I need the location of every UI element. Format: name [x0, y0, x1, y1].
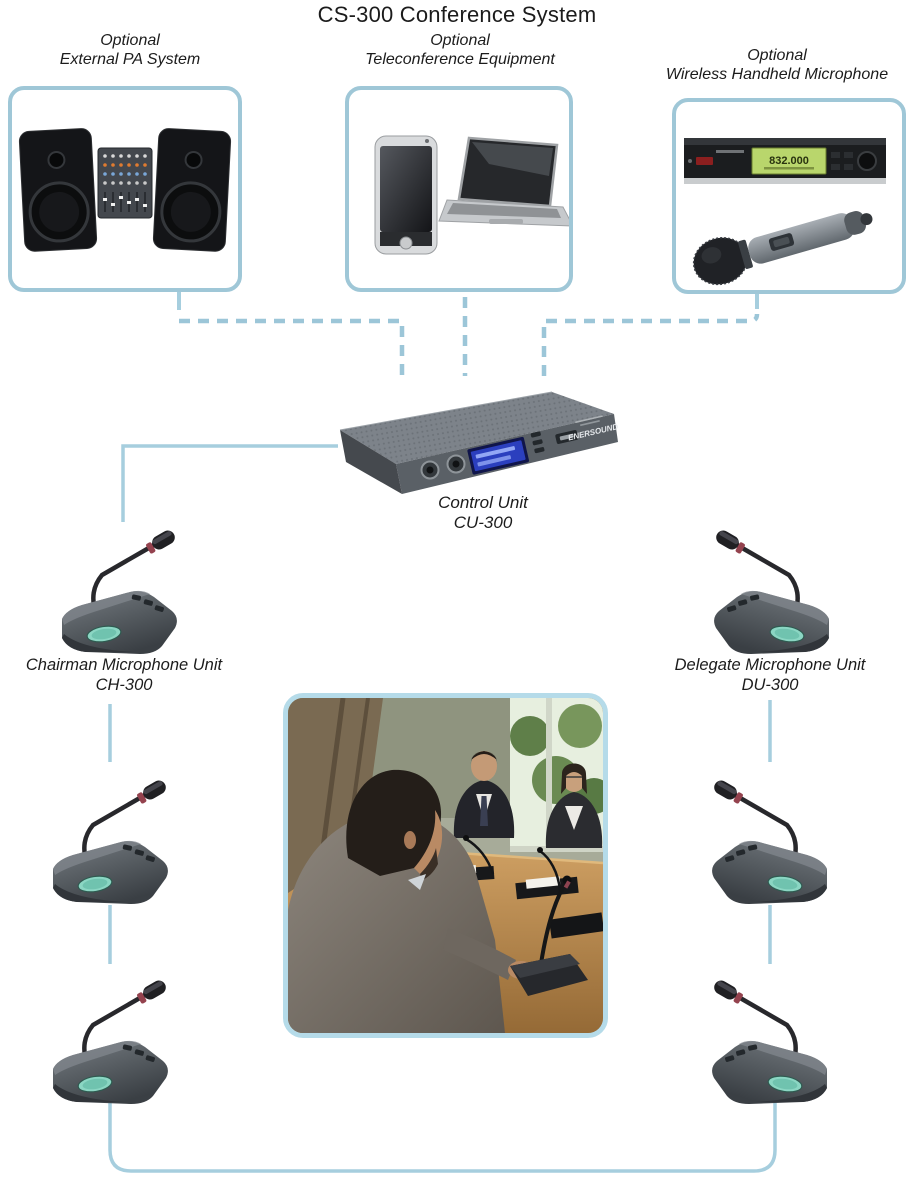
pa-label-line2: External PA System — [59, 51, 201, 68]
foreground-man — [288, 769, 534, 1033]
receiver-lcd-text: 832.000 — [769, 155, 809, 167]
chairman-unit-2 — [27, 766, 185, 906]
laptop — [438, 136, 569, 227]
teleconference-box — [345, 86, 573, 292]
chairman-unit-1 — [36, 516, 194, 656]
wireless-mic-box: 832.000 — [672, 98, 906, 294]
pa-to-cu-dashed-connector — [179, 318, 405, 376]
teleconference-label-line2: Teleconference Equipment — [365, 51, 555, 68]
control-unit-image: ENERSOUND — [339, 391, 619, 494]
usb-port — [555, 430, 579, 444]
pa-speaker-right — [152, 128, 232, 252]
page-title: CS-300 Conference System — [317, 2, 597, 27]
control-unit-label: Control Unit CU-300 — [383, 493, 583, 533]
teleconference-label: Optional Teleconference Equipment — [345, 31, 575, 69]
pa-system-box — [8, 86, 242, 292]
wireless-receiver: 832.000 — [684, 138, 886, 184]
cu-to-chairman-cable — [121, 444, 338, 522]
teleconference-label-line1: Optional — [430, 32, 490, 49]
delegate-unit-2 — [695, 766, 853, 906]
delegate-unit-3 — [695, 966, 853, 1106]
delegate-label-line2: DU-300 — [741, 676, 799, 694]
control-unit-label-line1: Control Unit — [438, 493, 528, 512]
chairman-unit-label: Chairman Microphone Unit CH-300 — [14, 655, 234, 695]
handheld-microphone — [692, 211, 873, 286]
pa-system-label: Optional External PA System — [10, 31, 250, 69]
teleconference-image — [374, 135, 569, 255]
audio-mixer — [97, 147, 153, 219]
wireless-mic-label: Optional Wireless Handheld Microphone — [640, 46, 914, 84]
control-unit-label-line2: CU-300 — [453, 513, 513, 532]
wireless-to-cu-dashed-connector — [541, 313, 760, 376]
seated-man — [453, 751, 515, 838]
pa-speaker-left — [18, 128, 98, 252]
bottom-bus-cable — [108, 1102, 777, 1173]
seated-woman — [545, 763, 603, 848]
pa-system-image — [18, 128, 232, 252]
chairman-label-line1: Chairman Microphone Unit — [25, 656, 223, 674]
conference-photo-image — [288, 698, 603, 1033]
foreground-mic-unit — [510, 875, 588, 996]
wireless-label-line1: Optional — [747, 47, 807, 64]
pa-label-line1: Optional — [100, 32, 160, 49]
delegate-unit-label: Delegate Microphone Unit DU-300 — [658, 655, 882, 695]
chairman-label-line2: CH-300 — [95, 676, 153, 694]
smartphone — [374, 135, 438, 255]
wireless-mic-image: 832.000 — [684, 138, 886, 286]
control-unit-lcd — [467, 436, 529, 475]
wireless-label-line2: Wireless Handheld Microphone — [665, 66, 889, 83]
chairman-unit-3 — [27, 966, 185, 1106]
conference-photo — [283, 693, 608, 1038]
delegate-label-line1: Delegate Microphone Unit — [674, 656, 866, 674]
xlr-connectors — [420, 454, 466, 480]
delegate-unit-1 — [697, 516, 855, 656]
